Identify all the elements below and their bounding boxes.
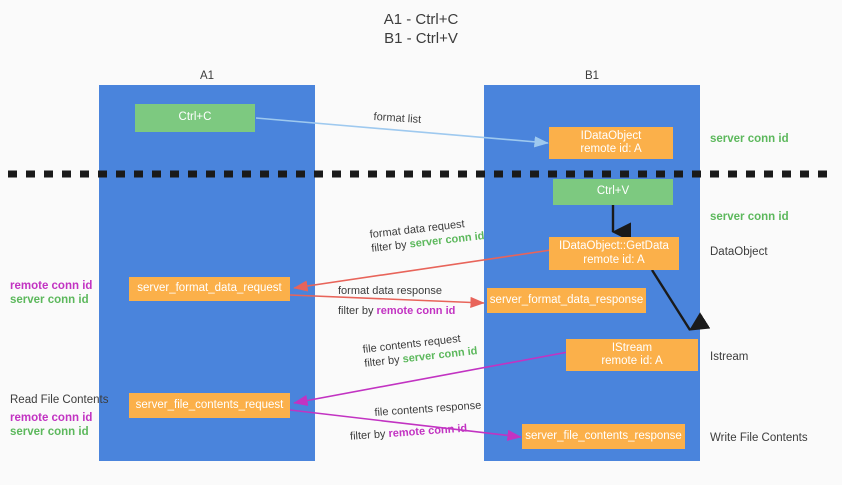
edge-label-file-contents-request: file contents request filter by server c… (362, 330, 478, 371)
label-server-conn-id-mid: server conn id (710, 211, 789, 223)
label-dataobject: DataObject (710, 246, 768, 258)
edge-label-format-data-request: format data request filter by server con… (369, 215, 485, 256)
edge-label-format-data-response-line1: format data response (338, 285, 442, 297)
label-write-file-contents: Write File Contents (710, 432, 808, 444)
edge-label-format-list: format list (373, 110, 422, 126)
node-server-format-data-response[interactable]: server_format_data_response (487, 288, 646, 313)
filter-prefix: filter by (338, 305, 377, 317)
filter-prefix: filter by (349, 428, 389, 443)
label-conn-stack-top: remote conn id server conn id (10, 279, 92, 307)
label-istream: Istream (710, 351, 749, 363)
lane-b1-title: B1 (584, 70, 600, 82)
node-ctrl-v[interactable]: Ctrl+V (553, 179, 673, 205)
lane-a1-title: A1 (199, 70, 215, 82)
label-remote-conn-id: remote conn id (10, 412, 93, 424)
node-server-file-contents-request[interactable]: server_file_contents_request (129, 393, 290, 418)
edge-label-file-contents-response-line1: file contents response (374, 399, 482, 419)
filter-value-remote-conn-id: remote conn id (388, 422, 468, 441)
edge-label-format-data-response: format data response filter by remote co… (338, 284, 455, 318)
label-server-conn-id: server conn id (10, 426, 89, 438)
label-conn-stack-bottom: remote conn id server conn id (10, 411, 92, 439)
node-server-file-contents-response[interactable]: server_file_contents_response (522, 424, 685, 449)
label-remote-conn-id: remote conn id (10, 280, 93, 292)
label-read-file-contents: Read File Contents (10, 394, 109, 406)
edge-label-format-data-response-filter: filter by remote conn id (338, 304, 455, 318)
filter-value-remote-conn-id: remote conn id (376, 305, 456, 317)
node-istream[interactable]: IStream remote id: A (566, 339, 698, 371)
label-server-conn-id-top: server conn id (710, 133, 789, 145)
node-idataobject-getdata[interactable]: IDataObject::GetData remote id: A (549, 237, 679, 270)
edge-label-file-contents-response: file contents response filter by remote … (350, 399, 483, 443)
filter-prefix: filter by (370, 238, 411, 255)
page-title: A1 - Ctrl+C B1 - Ctrl+V (383, 11, 459, 47)
edge-label-file-contents-response-filter: filter by remote conn id (350, 420, 484, 443)
filter-prefix: filter by (363, 353, 404, 370)
label-server-conn-id: server conn id (10, 294, 89, 306)
node-idataobject-create[interactable]: IDataObject remote id: A (549, 127, 673, 159)
node-ctrl-c[interactable]: Ctrl+C (135, 104, 255, 132)
node-server-format-data-request[interactable]: server_format_data_request (129, 277, 290, 301)
